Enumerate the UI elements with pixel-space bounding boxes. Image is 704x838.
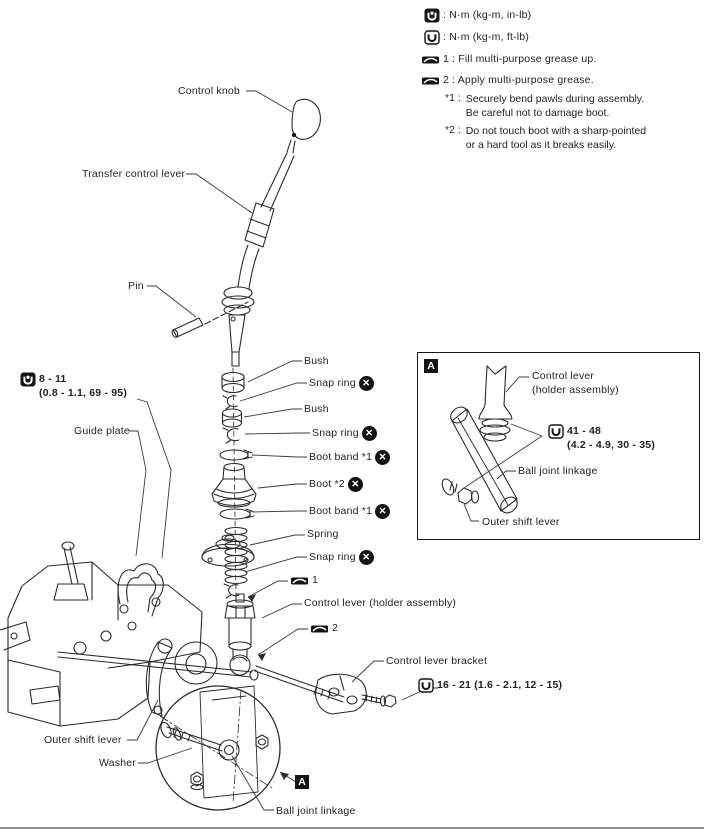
callout-transfer-control-lever: Transfer control lever bbox=[82, 168, 185, 181]
replace-mark-icon: ✕ bbox=[361, 426, 377, 441]
callout-label: Control knob bbox=[178, 85, 240, 97]
detail-ref-badge: A bbox=[295, 775, 309, 789]
inset-callout-outer-shift-lever: Outer shift lever bbox=[482, 516, 560, 529]
grease-mark-num: 1 bbox=[312, 574, 319, 586]
callout-boot-band-2: Boot band *1✕ bbox=[309, 504, 391, 519]
callout-washer: Washer bbox=[99, 757, 136, 770]
grease-mark-num: 2 bbox=[332, 622, 339, 634]
torque-converted: (4.2 - 4.9, 30 - 35) bbox=[567, 439, 656, 451]
callout-control-knob: Control knob bbox=[178, 85, 240, 98]
legend-grease-1-num: 1 bbox=[443, 53, 450, 65]
callout-label: (holder assembly) bbox=[532, 384, 619, 396]
callout-label: Ball joint linkage bbox=[276, 805, 356, 817]
grease-gun-icon bbox=[310, 623, 329, 634]
detail-inset-box bbox=[417, 352, 700, 540]
callout-snap-ring-1: Snap ring✕ bbox=[309, 376, 374, 391]
callout-spring: Spring bbox=[307, 528, 339, 541]
callout-label: Boot band *1 bbox=[309, 505, 373, 517]
callout-label: Control lever bracket bbox=[386, 655, 488, 667]
torque-wrench-outline-icon bbox=[548, 424, 564, 439]
note-text: Do not touch boot with a sharp-pointed o… bbox=[466, 124, 646, 152]
torque-value: 8 - 11 bbox=[39, 373, 67, 385]
page-rule bbox=[0, 827, 704, 829]
legend-grease-2-label: : Apply multi-purpose grease. bbox=[452, 74, 594, 86]
torque-wrench-outline-icon bbox=[424, 30, 440, 45]
callout-label: Transfer control lever bbox=[82, 168, 186, 180]
callout-label: Guide plate bbox=[74, 425, 130, 437]
replace-mark-icon: ✕ bbox=[375, 504, 391, 519]
callout-guide-plate: Guide plate bbox=[74, 425, 130, 438]
inset-torque-spec-ball-joint: 41 - 48 (4.2 - 4.9, 30 - 35) bbox=[548, 424, 655, 452]
callout-label: Bush bbox=[304, 403, 329, 415]
legend-note-1: *1 : Securely bend pawls during assembly… bbox=[445, 92, 644, 120]
callout-label: Spring bbox=[307, 528, 339, 540]
torque-spec-guide-plate: 8 - 11 (0.8 - 1.1, 69 - 95) bbox=[20, 372, 127, 400]
grease-gun-icon bbox=[290, 575, 309, 586]
torque-converted: (0.8 - 1.1, 69 - 95) bbox=[39, 387, 128, 399]
torque-value: 16 - 21 (1.6 - 2.1, 12 - 15) bbox=[437, 679, 563, 691]
replace-mark-icon: ✕ bbox=[358, 376, 374, 391]
callout-label: Outer shift lever bbox=[44, 734, 122, 746]
grease-gun-icon bbox=[421, 54, 440, 65]
legend-grease-1-label: : Fill multi-purpose grease up. bbox=[452, 53, 597, 65]
callout-ball-joint-linkage: Ball joint linkage bbox=[276, 805, 355, 818]
callout-label: Washer bbox=[99, 757, 136, 769]
torque-wrench-outline-icon bbox=[418, 678, 434, 693]
callout-control-lever-holder: Control lever (holder assembly) bbox=[304, 597, 456, 610]
inset-callout-control-lever: Control lever (holder assembly) bbox=[532, 369, 619, 397]
callout-outer-shift-lever: Outer shift lever bbox=[44, 734, 122, 747]
callout-label: Control lever bbox=[532, 370, 595, 382]
torque-value: 41 - 48 bbox=[567, 425, 602, 437]
note-text: Securely bend pawls during assembly. Be … bbox=[466, 92, 644, 120]
callout-snap-ring-2: Snap ring✕ bbox=[312, 426, 377, 441]
inset-ref-badge: A bbox=[424, 359, 438, 373]
legend-torque-ftlb-label: : N·m (kg-m, ft-lb) bbox=[443, 31, 530, 43]
callout-label: Bush bbox=[304, 355, 329, 367]
legend-grease-1: 1 : Fill multi-purpose grease up. bbox=[421, 53, 597, 66]
callout-snap-ring-3: Snap ring✕ bbox=[309, 550, 374, 565]
replace-mark-icon: ✕ bbox=[375, 450, 391, 465]
note-line: or a hard tool as it breaks easily. bbox=[465, 139, 617, 151]
callout-bush-1: Bush bbox=[304, 355, 329, 368]
grease-gun-icon bbox=[421, 75, 440, 86]
callout-bush-2: Bush bbox=[304, 403, 329, 416]
callout-label: Snap ring bbox=[309, 377, 356, 389]
callout-label: Control lever (holder assembly) bbox=[304, 597, 457, 609]
legend-torque-inlb: : N·m (kg-m, in-lb) bbox=[424, 8, 531, 23]
torque-spec-bracket-bolt: 16 - 21 (1.6 - 2.1, 12 - 15) bbox=[418, 678, 562, 693]
callout-label: Outer shift lever bbox=[482, 516, 560, 528]
legend-note-2: *2 : Do not touch boot with a sharp-poin… bbox=[445, 124, 646, 152]
note-ref: *2 : bbox=[445, 124, 461, 136]
legend-grease-2-num: 2 bbox=[443, 74, 450, 86]
legend-grease-2: 2 : Apply multi-purpose grease. bbox=[421, 74, 594, 87]
callout-control-lever-bracket: Control lever bracket bbox=[386, 655, 487, 668]
callout-label: Boot band *1 bbox=[309, 451, 373, 463]
callout-label: Pin bbox=[128, 280, 144, 292]
callout-boot: Boot *2✕ bbox=[309, 477, 363, 492]
inset-ref-letter: A bbox=[427, 360, 435, 372]
legend-torque-ftlb: : N·m (kg-m, ft-lb) bbox=[424, 30, 529, 45]
callout-pin: Pin bbox=[128, 280, 144, 293]
callout-label: Snap ring bbox=[309, 551, 356, 563]
inset-callout-ball-joint-linkage: Ball joint linkage bbox=[518, 465, 597, 478]
callout-label: Boot *2 bbox=[309, 478, 345, 490]
callout-label: Ball joint linkage bbox=[518, 465, 598, 477]
replace-mark-icon: ✕ bbox=[358, 550, 374, 565]
torque-wrench-filled-icon bbox=[424, 8, 440, 23]
detail-ref-letter: A bbox=[298, 776, 306, 788]
callout-label: Snap ring bbox=[312, 427, 359, 439]
callout-boot-band-1: Boot band *1✕ bbox=[309, 450, 391, 465]
legend-torque-inlb-label: : N·m (kg-m, in-lb) bbox=[443, 9, 532, 21]
note-line: Securely bend pawls during assembly. bbox=[465, 93, 645, 105]
replace-mark-icon: ✕ bbox=[347, 477, 363, 492]
torque-wrench-filled-icon bbox=[20, 372, 36, 387]
grease-mark-1: 1 bbox=[290, 574, 318, 587]
note-ref: *1 : bbox=[445, 92, 461, 104]
note-line: Do not touch boot with a sharp-pointed bbox=[465, 125, 647, 137]
note-line: Be careful not to damage boot. bbox=[465, 107, 610, 119]
grease-mark-2: 2 bbox=[310, 622, 338, 635]
